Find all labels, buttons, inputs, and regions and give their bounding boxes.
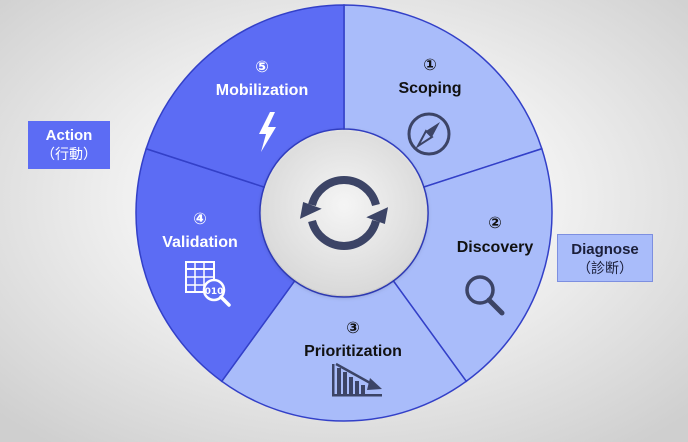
segment-label-validation: Validation — [162, 234, 238, 251]
segment-scoping — [343, 4, 543, 188]
declining-chart-icon — [332, 362, 382, 397]
segment-mobilization — [145, 4, 345, 188]
segment-number-prioritization: ③ — [346, 318, 360, 337]
segment-label-prioritization: Prioritization — [304, 343, 402, 360]
segment-label-mobilization: Mobilization — [216, 82, 308, 99]
diagnose-phase-label: Diagnose （診断） — [557, 234, 653, 282]
compass-icon — [407, 112, 451, 156]
segment-prioritization — [220, 279, 468, 422]
svg-text:010: 010 — [205, 287, 224, 297]
action-phase-label: Action （行動） — [28, 121, 110, 169]
segment-number-discovery: ② — [488, 213, 502, 232]
segment-label-discovery: Discovery — [457, 239, 534, 256]
diagnose-subtitle: （診断） — [577, 260, 633, 276]
lightning-icon — [259, 112, 276, 152]
table-inspect-icon: 010 — [185, 261, 231, 307]
segment-discovery — [392, 147, 553, 383]
segment-validation — [135, 147, 296, 383]
magnifier-icon — [465, 275, 505, 316]
action-subtitle: （行動） — [41, 146, 97, 162]
cycle-arrows-icon — [299, 176, 389, 250]
segment-label-scoping: Scoping — [398, 80, 461, 97]
segment-number-validation: ④ — [193, 209, 207, 228]
diagnose-title: Diagnose — [571, 241, 639, 258]
center-hub — [262, 131, 426, 295]
segment-number-scoping: ① — [423, 55, 437, 74]
segment-number-mobilization: ⑤ — [255, 57, 269, 76]
action-title: Action — [45, 127, 93, 144]
